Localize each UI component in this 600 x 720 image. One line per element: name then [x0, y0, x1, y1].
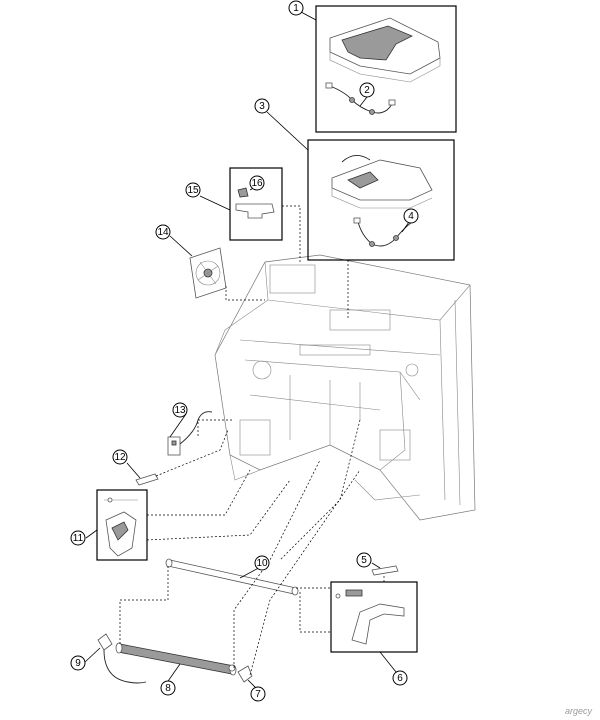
roller-10-part [165, 558, 299, 596]
dashed-guide-lines [119, 205, 385, 676]
sensor-bracket-part [331, 155, 433, 209]
spring-5-part [371, 565, 399, 576]
callout-14: 14 [155, 224, 171, 240]
callout-7: 7 [250, 686, 266, 702]
callout-8: 8 [160, 680, 176, 696]
bushing-9-part [97, 633, 147, 684]
group-box-3 [307, 139, 455, 261]
callout-10: 10 [254, 555, 270, 571]
callout-label: 1 [293, 3, 299, 14]
callout-5: 5 [356, 552, 372, 568]
watermark-text: argecy [564, 706, 592, 716]
callout-label: 4 [408, 211, 414, 222]
callout-label: 16 [251, 178, 263, 189]
callout-label: 5 [361, 555, 367, 566]
main-frame [214, 254, 476, 521]
callout-label: 2 [364, 85, 370, 96]
callout-label: 13 [174, 405, 186, 416]
callout-label: 14 [157, 227, 169, 238]
group-box-1 [315, 5, 457, 133]
callout-label: 15 [187, 185, 199, 196]
cable-2-part [325, 82, 396, 115]
callout-3: 3 [254, 98, 270, 114]
leader-lines [84, 11, 410, 689]
callout-label: 11 [73, 533, 84, 544]
gear-7-part [228, 664, 253, 683]
group-box-15 [229, 167, 283, 241]
arm-11-part [104, 497, 138, 557]
callout-label: 12 [114, 452, 126, 463]
callout-15: 15 [185, 182, 201, 198]
callout-1: 1 [288, 0, 304, 16]
callout-11: 11 [70, 530, 86, 546]
cable-4-part [353, 217, 413, 247]
callout-6: 6 [392, 670, 408, 686]
callout-label: 9 [75, 658, 81, 669]
bracket-6-part [335, 589, 405, 645]
group-box-11 [96, 489, 148, 561]
sensor-15-part [235, 187, 275, 219]
callout-label: 3 [259, 101, 265, 112]
callout-label: 6 [397, 673, 403, 684]
callout-9: 9 [70, 655, 86, 671]
callout-12: 12 [112, 449, 128, 465]
fan-14-part [189, 247, 227, 299]
callout-13: 13 [172, 402, 188, 418]
sensor-13-part [167, 411, 213, 456]
callout-label: 10 [256, 558, 268, 569]
upper-cover-part [329, 17, 441, 83]
callout-4: 4 [403, 208, 419, 224]
pin-12-part [135, 473, 159, 486]
callout-16: 16 [249, 175, 265, 191]
callout-2: 2 [359, 82, 375, 98]
callout-label: 8 [165, 683, 171, 694]
group-box-6 [330, 581, 418, 653]
callout-label: 7 [255, 689, 261, 700]
